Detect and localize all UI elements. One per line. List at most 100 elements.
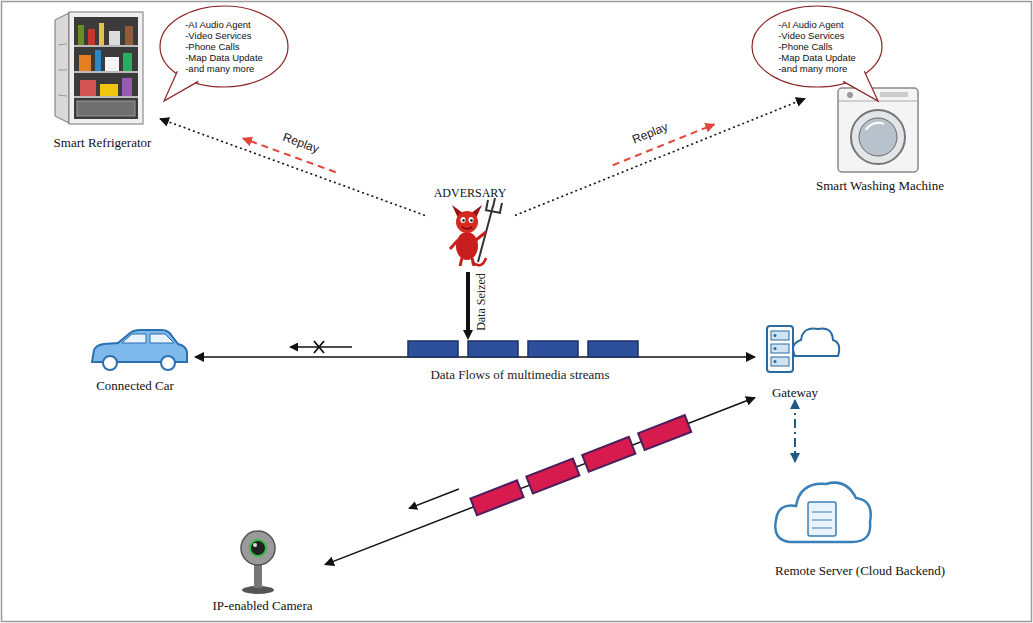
adversary-devil-icon [476, 232, 486, 240]
adversary-devil-icon [450, 198, 502, 266]
device-node: Smart Washing Machine [805, 75, 955, 193]
cloud-server-icon [775, 483, 870, 542]
refrigerator-icon [74, 17, 138, 119]
text-group: Smart Washing Machine [816, 178, 944, 193]
car-icon [161, 356, 175, 370]
adversary-devil-icon [470, 219, 472, 221]
refrigerator-icon [100, 84, 118, 96]
device-label: Gateway [772, 385, 818, 400]
bubble-tail [164, 71, 198, 101]
edge-label: Replay [281, 129, 323, 156]
speech-bubble: -AI Audio Agent-Video Services-Phone Cal… [158, 4, 290, 103]
refrigerator-icon [123, 53, 132, 71]
device-node: Connected Car [75, 325, 195, 393]
text-group: IP-enabled Camera [213, 598, 313, 613]
device-node: IP-enabled Camera [200, 525, 325, 613]
car-icon [103, 356, 117, 370]
blocked-flow-arrow [314, 341, 324, 353]
data-packet-red [526, 459, 579, 494]
data-packet-red [582, 437, 635, 472]
data-seized-arrow [466, 272, 470, 332]
washing-machine-icon [880, 92, 908, 97]
device-label: ADVERSARY [434, 186, 507, 201]
connector [515, 99, 805, 216]
device-node: Smart Refrigerator [45, 8, 160, 150]
camera-icon [254, 563, 262, 588]
service-item: -AI Audio Agent [185, 19, 263, 30]
refrigerator-icon [55, 13, 69, 123]
flow-label: Data Flows of multimedia streams [430, 368, 609, 382]
gateway-icon [774, 334, 777, 337]
speech-bubble: -AI Audio Agent-Video Services-Phone Cal… [750, 4, 884, 103]
data-packet-red [638, 415, 691, 450]
gateway-icon [771, 344, 789, 353]
refrigerator-icon [105, 57, 119, 71]
text-group: Smart Refrigerator [54, 135, 152, 150]
data-packet-red [526, 459, 579, 494]
refrigerator-icon [80, 80, 96, 96]
service-item: -Video Services [185, 30, 263, 41]
data-packet-red [470, 415, 691, 515]
data-seized-arrow [463, 272, 473, 340]
adversary-devil-icon [485, 198, 502, 213]
camera-icon [253, 543, 257, 547]
refrigerator-icon [122, 78, 132, 96]
gateway-icon [771, 357, 789, 366]
washing-machine-icon [847, 92, 853, 98]
cloud-server-icon [812, 520, 832, 521]
refrigerator-icon [74, 96, 138, 98]
text-group: Gateway [772, 385, 818, 400]
edge-label: Replay [629, 119, 671, 147]
adversary-devil-icon [469, 217, 474, 223]
service-item: -Video Services [778, 30, 856, 41]
car-icon [150, 334, 174, 343]
device-label: Smart Washing Machine [816, 178, 944, 193]
flow-label-vertical: Data Seized [474, 273, 488, 331]
device-label: IP-enabled Camera [213, 598, 313, 613]
washing-machine-icon [866, 123, 884, 130]
refrigerator-icon [58, 95, 67, 96]
service-item: -Phone Calls [185, 41, 263, 52]
refrigerator-icon [58, 44, 67, 45]
car-icon [122, 334, 146, 343]
adversary-devil-icon [461, 217, 466, 223]
gateway-icon [774, 360, 777, 363]
device-label: Connected Car [96, 378, 174, 393]
gateway-icon [793, 328, 839, 356]
data-packet-red [582, 437, 635, 472]
text-group: Remote Server (Cloud Backend) [775, 563, 945, 578]
refrigerator-icon [109, 31, 120, 45]
data-packet-red [470, 480, 523, 515]
adversary-devil-icon [462, 219, 464, 221]
blocked-flow-arrow [290, 341, 352, 353]
camera-icon [241, 531, 275, 594]
washing-machine-icon [859, 118, 897, 156]
refrigerator-icon [95, 50, 101, 71]
data-seized-arrow [463, 330, 473, 340]
washing-machine-icon [851, 110, 905, 164]
data-packet-blue [408, 341, 638, 357]
adversary-devil-icon [462, 227, 472, 229]
data-packet-blue [528, 341, 578, 357]
refrigerator-icon [55, 12, 143, 124]
refrigerator-icon [74, 45, 138, 47]
adversary-devil-icon [460, 258, 474, 266]
service-item: -AI Audio Agent [778, 19, 856, 30]
device-label: Remote Server (Cloud Backend) [775, 563, 945, 578]
refrigerator-icon [88, 29, 95, 45]
camera-icon [250, 540, 266, 556]
data-packet-blue [408, 341, 458, 357]
data-packet-red [638, 415, 691, 450]
device-node: Remote Server (Cloud Backend) [760, 462, 960, 578]
service-item: -Phone Calls [778, 41, 856, 52]
device-node: ADVERSARY [425, 186, 515, 270]
connector [325, 398, 755, 565]
text-group: -AI Audio Agent-Video Services-Phone Cal… [185, 19, 263, 74]
adversary-devil-icon [456, 232, 478, 260]
adversary-devil-icon [450, 240, 458, 249]
gateway-icon [767, 326, 793, 372]
